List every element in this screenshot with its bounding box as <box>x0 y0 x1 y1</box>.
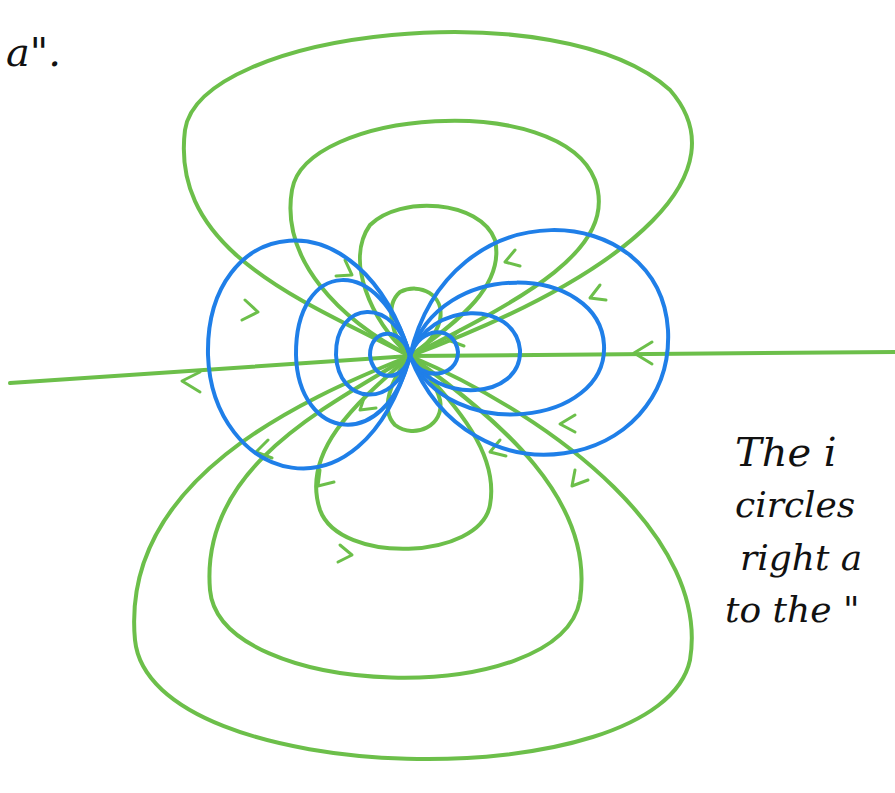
blue-loop <box>208 241 410 469</box>
field-loop <box>209 356 581 678</box>
note-line: circles <box>735 485 855 525</box>
blue-loop <box>410 332 458 373</box>
blue-loop <box>370 334 410 376</box>
blue-loop <box>296 280 410 425</box>
blue-loop <box>336 312 410 395</box>
blue-loop <box>410 230 668 455</box>
note-line: right a <box>740 538 862 578</box>
blue-loops <box>208 230 668 468</box>
field-loop <box>316 356 491 549</box>
axis-line-right <box>410 352 895 356</box>
note-line: The i <box>735 430 837 474</box>
note-fragment: a". <box>6 30 61 74</box>
field-loop <box>134 356 692 759</box>
blue-loop <box>410 313 520 390</box>
field-lines <box>10 32 895 759</box>
blue-loop <box>410 283 604 415</box>
field-arrowheads <box>182 250 652 562</box>
field-loop <box>184 32 692 356</box>
note-line: to the " <box>725 590 860 630</box>
